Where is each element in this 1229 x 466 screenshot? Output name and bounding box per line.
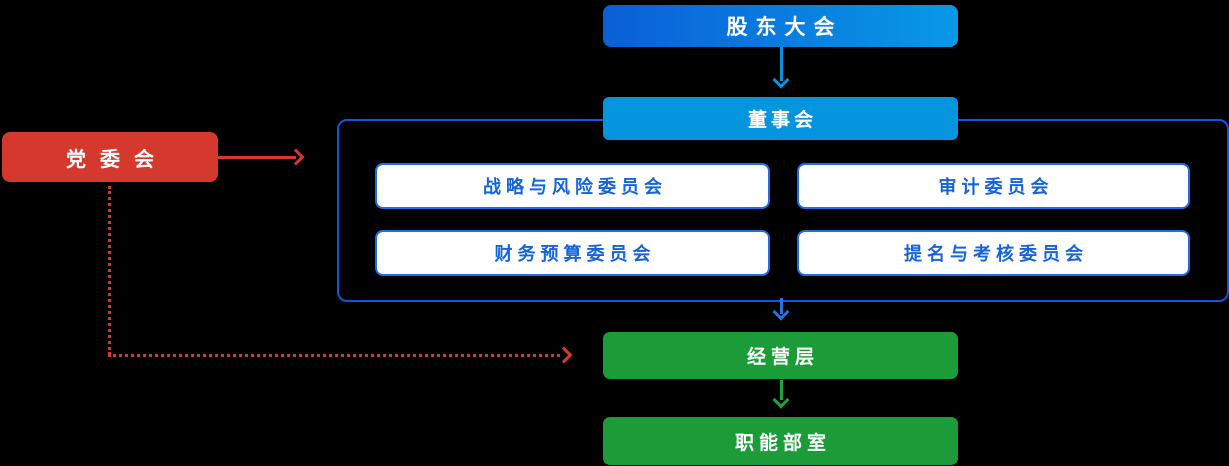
node-committee-finance-budget: 财务预算委员会 [375, 230, 770, 276]
arrow-board-to-management-line [780, 298, 783, 314]
node-party-committee: 党委会 [2, 132, 218, 182]
arrow-management-to-departments-line [780, 380, 783, 400]
arrow-shareholders-to-board-line [780, 47, 783, 81]
node-functional-departments-label: 职能部室 [734, 432, 831, 454]
arrow-board-to-management-head-icon [772, 303, 790, 321]
node-committee-nomination-assessment-label: 提名与考核委员会 [904, 244, 1088, 264]
arrow-management-to-departments-head-icon [772, 391, 790, 409]
node-committee-nomination-assessment: 提名与考核委员会 [797, 230, 1190, 276]
node-functional-departments: 职能部室 [603, 417, 958, 465]
node-committee-finance-budget-label: 财务预算委员会 [494, 244, 656, 264]
arrow-shareholders-to-board-head-icon [772, 71, 790, 89]
node-committee-strategy-risk: 战略与风险委员会 [375, 163, 770, 209]
node-committee-strategy-risk-label: 战略与风险委员会 [483, 177, 667, 197]
node-board-of-directors: 董事会 [603, 97, 958, 140]
node-management-label: 经营层 [746, 347, 819, 368]
node-committee-audit-label: 审计委员会 [938, 177, 1054, 197]
arrow-party-to-board-line [218, 156, 296, 159]
node-shareholders-meeting: 股东大会 [603, 5, 958, 47]
arrow-party-to-board-head-icon [287, 148, 305, 166]
node-shareholders-meeting-label: 股东大会 [726, 16, 843, 39]
arrow-party-to-management-hline [108, 354, 560, 357]
node-party-committee-label: 党委会 [66, 148, 168, 171]
arrow-party-to-management-head-icon [555, 346, 573, 364]
node-board-of-directors-label: 董事会 [747, 110, 817, 131]
node-committee-audit: 审计委员会 [797, 163, 1190, 209]
node-management: 经营层 [603, 332, 958, 379]
arrow-party-to-management-vline [108, 186, 111, 355]
